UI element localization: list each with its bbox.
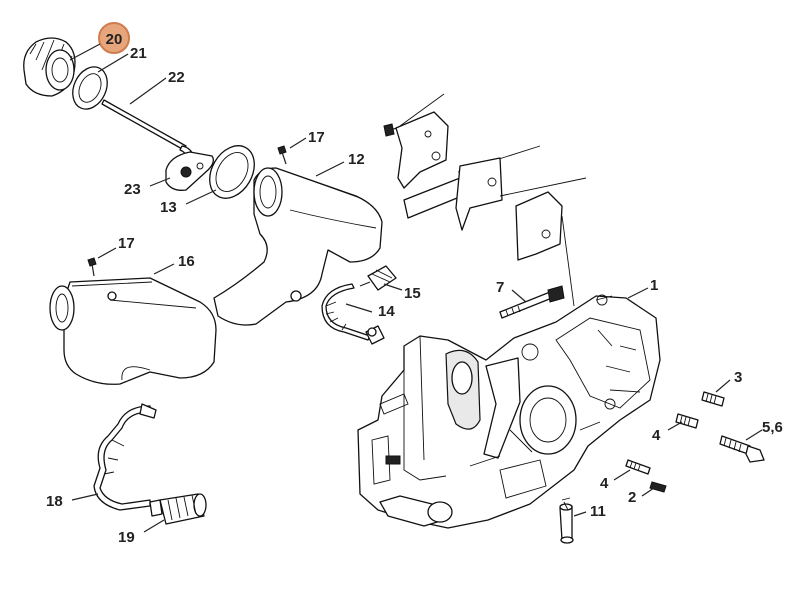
- callout-11: 11: [590, 503, 606, 520]
- part-3-stud[interactable]: [701, 391, 725, 407]
- callout-20-highlight[interactable]: 20: [98, 22, 130, 54]
- part-16-tank[interactable]: [49, 277, 217, 385]
- part-4-stud-upper[interactable]: [675, 413, 699, 429]
- callout-7: 7: [496, 279, 504, 296]
- callout-18: 18: [46, 493, 63, 510]
- leader-19: [143, 519, 165, 533]
- callout-2: 2: [628, 489, 636, 506]
- part-22-rod[interactable]: [101, 99, 195, 161]
- part-1-crankcase[interactable]: [357, 294, 661, 529]
- leader-13: [185, 189, 217, 205]
- part-18-fuel-hose[interactable]: [93, 403, 157, 511]
- part-15-fitting[interactable]: [359, 265, 397, 291]
- callout-19: 19: [118, 529, 135, 546]
- callout-4-upper: 4: [652, 427, 661, 444]
- part-12-housing[interactable]: [213, 167, 383, 326]
- leader-23: [149, 177, 171, 187]
- part-13-ring[interactable]: [201, 138, 264, 206]
- leader-4-lower: [613, 469, 631, 481]
- callout-15: 15: [404, 285, 421, 302]
- callout-4-lower: 4: [600, 475, 609, 492]
- leader-22: [129, 77, 167, 105]
- part-19-fuel-filter[interactable]: [149, 493, 207, 525]
- leader-5-6: [745, 429, 763, 441]
- callout-17-lower: 17: [118, 235, 135, 252]
- leader-17-lower: [97, 247, 117, 259]
- callout-3: 3: [734, 369, 742, 386]
- part-17-screw-top[interactable]: [277, 145, 287, 165]
- leader-7: [511, 289, 527, 303]
- leader-2: [641, 487, 655, 497]
- part-14-hose[interactable]: [321, 283, 385, 345]
- leader-1: [627, 287, 649, 299]
- callout-13: 13: [160, 199, 177, 216]
- leader-17-top: [289, 137, 307, 149]
- part-2-screw[interactable]: [649, 481, 667, 493]
- callout-5-6: 5,6: [762, 419, 783, 436]
- leader-21: [97, 53, 129, 73]
- leader-18: [71, 493, 99, 501]
- part-17-screw-lower[interactable]: [87, 257, 97, 277]
- callout-17-top: 17: [308, 129, 325, 146]
- leader-15: [383, 283, 403, 291]
- leader-4-upper: [667, 421, 683, 431]
- leader-14: [345, 303, 373, 313]
- leader-20: [69, 43, 101, 61]
- part-23-bracket[interactable]: [165, 151, 214, 191]
- callout-22: 22: [168, 69, 185, 86]
- callout-12: 12: [348, 151, 365, 168]
- leader-11: [573, 511, 587, 517]
- leader-12: [315, 161, 345, 177]
- callout-23: 23: [124, 181, 141, 198]
- callout-16: 16: [178, 253, 195, 270]
- callout-14: 14: [378, 303, 395, 320]
- leader-16: [153, 263, 175, 275]
- part-5-6-bolt[interactable]: [719, 435, 765, 463]
- part-11-sleeve[interactable]: [559, 497, 574, 544]
- leader-3: [715, 379, 731, 393]
- part-7-bolt[interactable]: [499, 285, 565, 319]
- callout-1: 1: [650, 277, 658, 294]
- callout-20: 20: [106, 31, 123, 48]
- part-20-cap[interactable]: [23, 37, 76, 97]
- highlight-circle: [98, 22, 130, 54]
- part-21-seal[interactable]: [66, 61, 114, 114]
- part-4-pin-lower[interactable]: [625, 459, 651, 475]
- callout-21: 21: [130, 45, 147, 62]
- gasket-plates: [383, 93, 587, 307]
